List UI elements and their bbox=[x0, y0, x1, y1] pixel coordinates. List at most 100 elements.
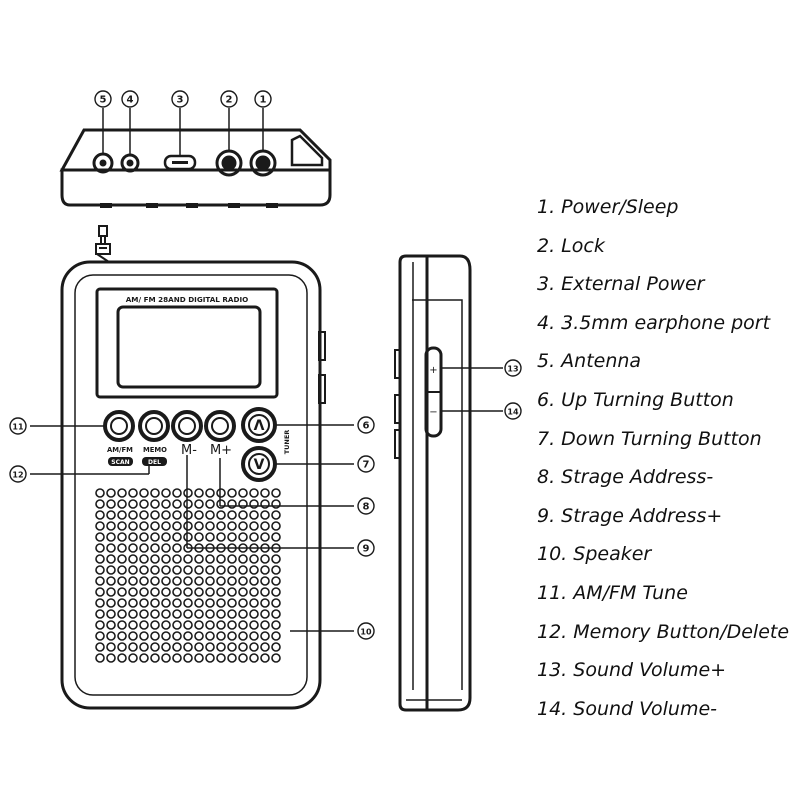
speaker-hole bbox=[172, 631, 182, 641]
speaker-hole bbox=[238, 510, 248, 520]
speaker-hole bbox=[106, 620, 116, 630]
speaker-hole bbox=[271, 499, 281, 509]
speaker-hole bbox=[95, 554, 105, 564]
speaker-hole bbox=[106, 653, 116, 663]
speaker-hole bbox=[150, 609, 160, 619]
speaker-hole bbox=[172, 521, 182, 531]
speaker-hole bbox=[117, 576, 127, 586]
speaker-hole bbox=[271, 631, 281, 641]
speaker-hole bbox=[172, 554, 182, 564]
callout-badge-8: 8 bbox=[357, 497, 375, 515]
memo-button[interactable] bbox=[138, 410, 170, 442]
speaker-hole bbox=[249, 620, 259, 630]
speaker-hole bbox=[139, 642, 149, 652]
speaker-hole bbox=[139, 587, 149, 597]
speaker-hole bbox=[205, 510, 215, 520]
speaker-hole bbox=[183, 565, 193, 575]
speaker-hole bbox=[95, 576, 105, 586]
speaker-hole bbox=[227, 598, 237, 608]
m-plus-button[interactable] bbox=[204, 410, 236, 442]
speaker-hole bbox=[205, 631, 215, 641]
front-view bbox=[60, 260, 326, 710]
speaker-hole bbox=[227, 576, 237, 586]
memo-label: MEMO bbox=[143, 446, 167, 454]
speaker-hole bbox=[106, 587, 116, 597]
top-view bbox=[59, 128, 332, 208]
speaker-hole bbox=[260, 521, 270, 531]
speaker-hole bbox=[95, 565, 105, 575]
speaker-hole bbox=[139, 653, 149, 663]
m-minus-button[interactable] bbox=[171, 410, 203, 442]
speaker-hole bbox=[205, 576, 215, 586]
speaker-hole bbox=[216, 642, 226, 652]
speaker-hole bbox=[150, 598, 160, 608]
tune-down-button[interactable] bbox=[241, 446, 277, 482]
speaker-hole bbox=[161, 653, 171, 663]
speaker-hole bbox=[106, 598, 116, 608]
speaker-hole bbox=[139, 598, 149, 608]
speaker-hole bbox=[227, 532, 237, 542]
legend-item-memory-delete: 12. Memory Button/Delete bbox=[537, 620, 790, 643]
speaker-hole bbox=[271, 554, 281, 564]
legend-item-down-tuning: 7. Down Turning Button bbox=[537, 427, 762, 450]
speaker-hole bbox=[260, 598, 270, 608]
speaker-hole bbox=[106, 499, 116, 509]
speaker-hole bbox=[183, 598, 193, 608]
speaker-hole bbox=[249, 554, 259, 564]
speaker-hole bbox=[150, 510, 160, 520]
speaker-hole bbox=[216, 499, 226, 509]
speaker-hole bbox=[183, 554, 193, 564]
legend-item-earphone-port: 4. 3.5mm earphone port bbox=[537, 311, 771, 334]
legend-item-power-sleep: 1. Power/Sleep bbox=[537, 196, 679, 218]
speaker-hole bbox=[95, 543, 105, 553]
down-arrow-icon: V bbox=[254, 457, 265, 473]
speaker-hole bbox=[128, 499, 138, 509]
speaker-hole bbox=[117, 609, 127, 619]
m-plus-label: M+ bbox=[210, 443, 232, 458]
speaker-hole bbox=[205, 620, 215, 630]
speaker-hole bbox=[271, 510, 281, 520]
speaker-hole bbox=[117, 631, 127, 641]
speaker-hole bbox=[150, 532, 160, 542]
speaker-hole bbox=[227, 609, 237, 619]
speaker-hole bbox=[271, 488, 281, 498]
speaker-hole bbox=[172, 598, 182, 608]
speaker-hole bbox=[161, 609, 171, 619]
speaker-hole bbox=[106, 609, 116, 619]
speaker-hole bbox=[95, 653, 105, 663]
speaker-hole bbox=[128, 543, 138, 553]
callout-number: 1 bbox=[260, 95, 267, 106]
speaker-hole bbox=[271, 576, 281, 586]
callout-number: 2 bbox=[226, 95, 233, 106]
speaker-hole bbox=[139, 576, 149, 586]
speaker-hole bbox=[161, 565, 171, 575]
speaker-hole bbox=[172, 642, 182, 652]
speaker-hole bbox=[249, 609, 259, 619]
legend-item-storage-minus: 8. Strage Address- bbox=[537, 466, 714, 489]
speaker-hole bbox=[249, 532, 259, 542]
speaker-hole bbox=[260, 642, 270, 652]
callout-number: 3 bbox=[177, 95, 184, 106]
speaker-hole bbox=[227, 499, 237, 509]
speaker-hole bbox=[227, 642, 237, 652]
tune-up-button[interactable] bbox=[241, 407, 277, 443]
speaker-hole bbox=[95, 532, 105, 542]
amfm-button[interactable] bbox=[103, 410, 135, 442]
speaker-hole bbox=[128, 576, 138, 586]
speaker-hole bbox=[150, 576, 160, 586]
callout-number: 8 bbox=[363, 502, 370, 513]
speaker-hole bbox=[183, 642, 193, 652]
front-leader-lines bbox=[30, 424, 354, 632]
speaker-hole bbox=[238, 554, 248, 564]
speaker-hole bbox=[205, 554, 215, 564]
speaker-hole bbox=[260, 631, 270, 641]
speaker-hole bbox=[139, 532, 149, 542]
legend-item-volume-minus: 14. Sound Volume- bbox=[537, 697, 718, 720]
speaker-hole bbox=[106, 642, 116, 652]
speaker-hole bbox=[227, 631, 237, 641]
speaker-hole bbox=[150, 620, 160, 630]
speaker-hole bbox=[106, 488, 116, 498]
speaker-hole bbox=[95, 598, 105, 608]
speaker-hole bbox=[260, 587, 270, 597]
